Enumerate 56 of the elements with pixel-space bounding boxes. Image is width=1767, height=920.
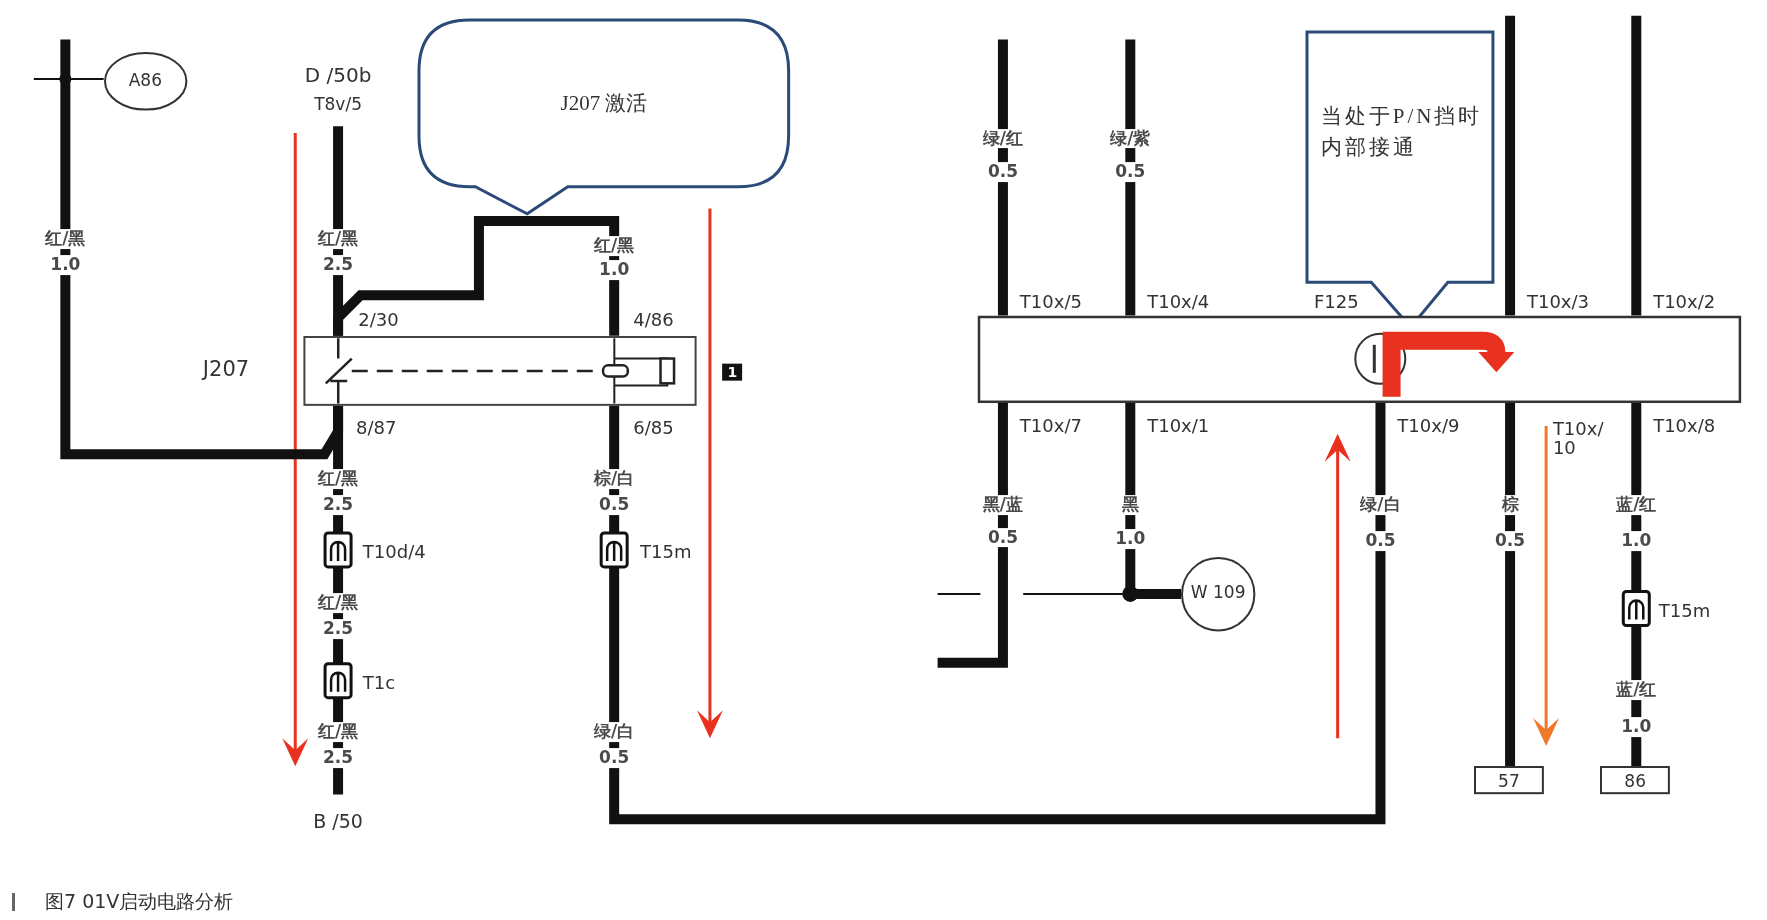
wire — [32, 77, 105, 80]
wire-label: 蓝/红 — [1616, 679, 1657, 700]
wire-label: 红/黑 — [317, 592, 359, 613]
wire-label: 蓝/红 — [1616, 494, 1657, 515]
wire-label: 1.0 — [1115, 528, 1146, 549]
wire-label: 0.5 — [1365, 531, 1396, 551]
wire-label: 黑/蓝 — [982, 494, 1024, 515]
wire-label: 2.5 — [323, 254, 354, 275]
wire-label: 0.5 — [599, 748, 630, 769]
wire-label: 红/黑 — [317, 722, 359, 743]
wire-label: 0.5 — [599, 494, 630, 515]
connector-label: T10d/4 — [362, 541, 426, 563]
wire-label: 黑 — [1121, 494, 1139, 515]
wire-label: 0.5 — [1495, 531, 1526, 551]
number-badge: 1 — [722, 363, 743, 381]
wire — [609, 402, 1386, 825]
wire-label: 1.0 — [50, 254, 81, 275]
wire-label: 棕/白 — [594, 469, 635, 489]
wire — [997, 39, 1008, 316]
wire-label: 红/黑 — [317, 469, 359, 489]
terminal-label: 57 — [1498, 769, 1520, 793]
wire — [1631, 15, 1642, 316]
component-label: J207 — [202, 355, 250, 383]
wire-label: 绿/白 — [1360, 494, 1401, 515]
wire-label: 0.5 — [987, 162, 1018, 183]
wire-label: 红/黑 — [45, 228, 86, 249]
wire-label: 0.5 — [987, 527, 1018, 548]
wire-label: 0.5 — [1115, 162, 1146, 183]
wire — [1631, 402, 1642, 767]
wire — [937, 402, 1008, 668]
wire — [1505, 402, 1516, 767]
ground-point-label: W 109 — [1190, 581, 1246, 605]
wire-label: 1.0 — [1621, 716, 1652, 737]
wire — [1505, 15, 1516, 316]
connector-label: T8v/5 — [314, 93, 362, 117]
wire-label: 绿/白 — [594, 722, 635, 743]
terminal-label: 86 — [1624, 769, 1646, 793]
wire — [333, 405, 344, 795]
terminal-label: D /50b — [304, 61, 372, 89]
wire-label: 绿/紫 — [1110, 128, 1151, 149]
wire-label: 2.5 — [323, 494, 354, 515]
wire-label: 2.5 — [323, 618, 354, 639]
wire — [1125, 39, 1136, 316]
wire-label: 1.0 — [599, 260, 630, 281]
wire-label: 红/黑 — [594, 235, 635, 256]
wire-label: 红/黑 — [317, 228, 359, 249]
wire-label: 棕 — [1501, 494, 1519, 515]
wire-label: 绿/红 — [982, 128, 1024, 149]
ground-point-label: A86 — [128, 68, 162, 92]
figure-caption: 图7 01V启动电路分析 — [45, 889, 234, 915]
terminal-label: B /50 — [313, 809, 363, 834]
wire-label: 1.0 — [1621, 531, 1652, 551]
callout-text: 当处于P/N挡时内部接通 — [1320, 103, 1484, 161]
wire — [333, 215, 620, 336]
callout-text: J207 激活 — [560, 89, 648, 117]
wire-label: 2.5 — [323, 748, 354, 769]
